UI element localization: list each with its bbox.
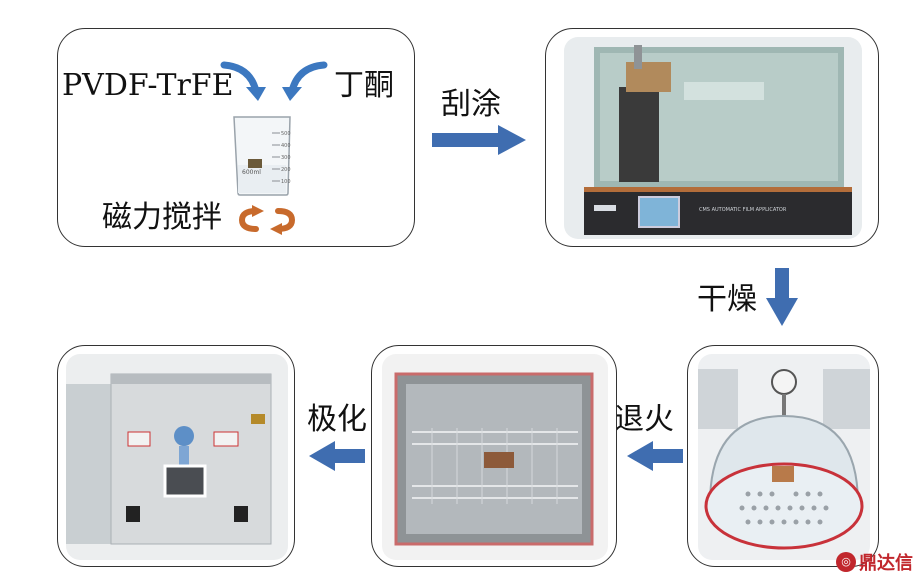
magnetic-stirring-label: 磁力搅拌 <box>102 200 222 235</box>
blade-coating-label: 刮涂 <box>441 87 501 122</box>
beaker-tick-label: 400 <box>281 143 291 149</box>
poling-device-photo <box>66 354 288 560</box>
vacuum-annealing-box <box>687 345 879 567</box>
beaker-tick-label: 500 <box>281 131 291 137</box>
beaker-volume-label: 600ml <box>242 169 261 176</box>
material-pvdf-trfe-label: PVDF-TrFE <box>62 68 234 103</box>
blade-coater-box: CMS AUTOMATIC FILM APPLICATOR <box>545 28 879 247</box>
right-arrow-icon <box>432 125 526 155</box>
stir-rotation-icon <box>238 205 296 235</box>
coater-panel-text: CMS AUTOMATIC FILM APPLICATOR <box>699 207 787 213</box>
annealing-label: 退火 <box>614 402 674 437</box>
material-butanone-label: 丁酮 <box>334 68 394 103</box>
poling-label: 极化 <box>307 402 367 437</box>
oven-box <box>371 345 617 567</box>
curved-arrow-left-icon <box>220 61 266 101</box>
curved-arrow-right-icon <box>282 61 328 101</box>
left-arrow-icon <box>627 441 683 471</box>
mixing-step-box: PVDF-TrFE 丁酮 600ml 500 400 300 200 100 磁… <box>57 28 415 247</box>
beaker-tick-labels: 500 400 300 200 100 <box>281 128 291 188</box>
left-arrow-icon <box>309 441 365 471</box>
blade-coater-photo: CMS AUTOMATIC FILM APPLICATOR <box>564 37 862 239</box>
vacuum-chamber-photo <box>698 354 870 560</box>
watermark-seal-icon: ◎ <box>836 552 856 572</box>
beaker-tick-label: 100 <box>281 179 291 185</box>
down-arrow-icon <box>766 268 798 326</box>
beaker-tick-label: 300 <box>281 155 291 161</box>
drying-label: 干燥 <box>697 282 757 317</box>
oven-photo <box>382 354 608 560</box>
watermark-logo: ◎ 鼎达信 <box>836 549 913 575</box>
poling-box <box>57 345 295 567</box>
beaker-tick-label: 200 <box>281 167 291 173</box>
beaker-icon <box>233 116 291 196</box>
watermark-text: 鼎达信 <box>859 553 913 574</box>
